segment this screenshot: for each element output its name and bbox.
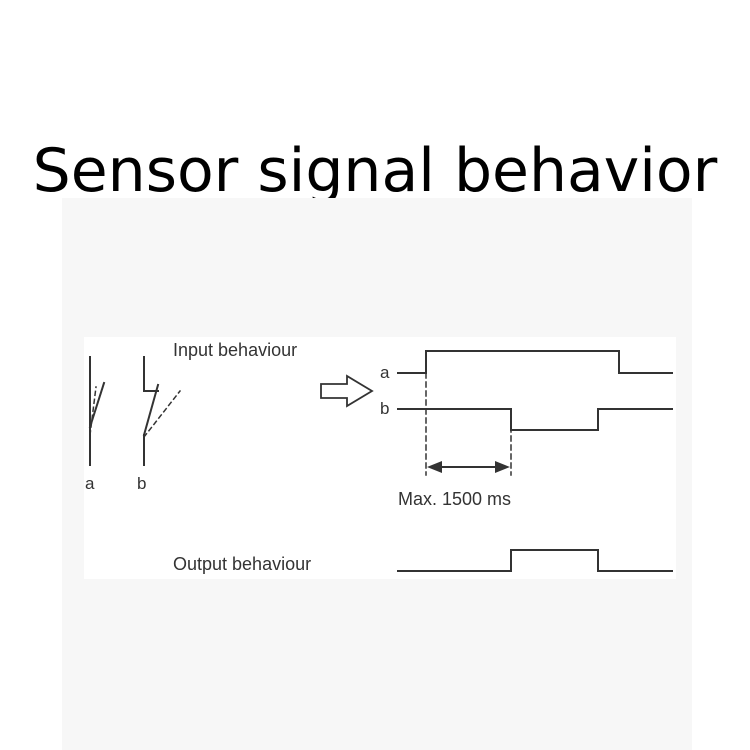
input-behaviour-label: Input behaviour [173,340,297,360]
channel-b-label: b [380,399,389,418]
arrow-right-icon [320,374,374,408]
waveform-input-a [397,350,673,374]
switch-b-label: b [137,474,146,493]
signal-diagram: Input behaviour Output behaviour a b a b… [84,337,676,579]
waveform-input-b [397,408,673,431]
timing-label: Max. 1500 ms [398,489,511,509]
waveform-output [397,549,673,572]
channel-a-label: a [380,363,390,382]
timing-span-arrow [427,461,510,473]
page-title: Sensor signal behavior [32,136,718,206]
diagram-canvas: Input behaviour Output behaviour a b a b… [85,340,673,574]
output-behaviour-label: Output behaviour [173,554,311,574]
switch-b-icon [142,356,182,466]
switch-a-icon [88,356,106,466]
switch-a-label: a [85,474,95,493]
